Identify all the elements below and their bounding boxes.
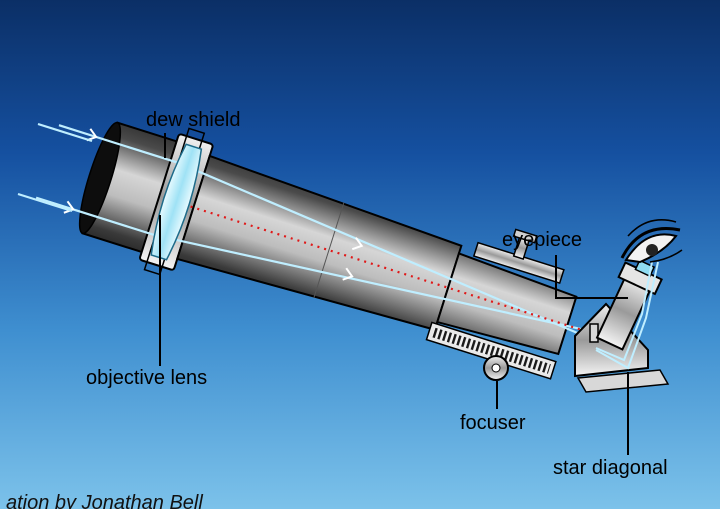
label-objective-lens: objective lens — [86, 367, 208, 389]
eyepiece-assembly — [595, 259, 663, 351]
telescope-tube-assembly — [35, 121, 606, 380]
label-star-diagonal: star diagonal — [553, 457, 668, 479]
optical-axis — [190, 205, 606, 339]
tube-seam — [313, 202, 345, 299]
dew-shield-opening — [78, 121, 122, 235]
leader-eyepiece — [555, 255, 628, 299]
ray-arrow — [342, 267, 354, 281]
main-tube — [175, 154, 463, 331]
ray-to-eye-2 — [595, 261, 653, 362]
focuser-rack — [431, 327, 551, 374]
label-dew-shield: dew shield — [146, 109, 241, 131]
incoming-ray-lower — [17, 192, 73, 213]
incoming-ray-upper — [37, 122, 93, 143]
ray-arrow — [351, 237, 364, 251]
objective-lens-element — [150, 143, 203, 261]
diagonal-base — [576, 369, 670, 393]
ray-arrow — [86, 128, 98, 142]
diagonal-screw — [589, 323, 599, 343]
ray-arrow — [63, 200, 75, 214]
lock-screw-head — [512, 228, 538, 244]
ray-to-eye-1 — [595, 261, 659, 370]
eye-icon — [620, 219, 683, 264]
illustration-credit: ation by Jonathan Bell — [6, 492, 203, 509]
label-focuser: focuser — [460, 412, 526, 434]
focus-knob-icon — [483, 355, 509, 381]
label-eyepiece: eyepiece — [502, 229, 583, 251]
